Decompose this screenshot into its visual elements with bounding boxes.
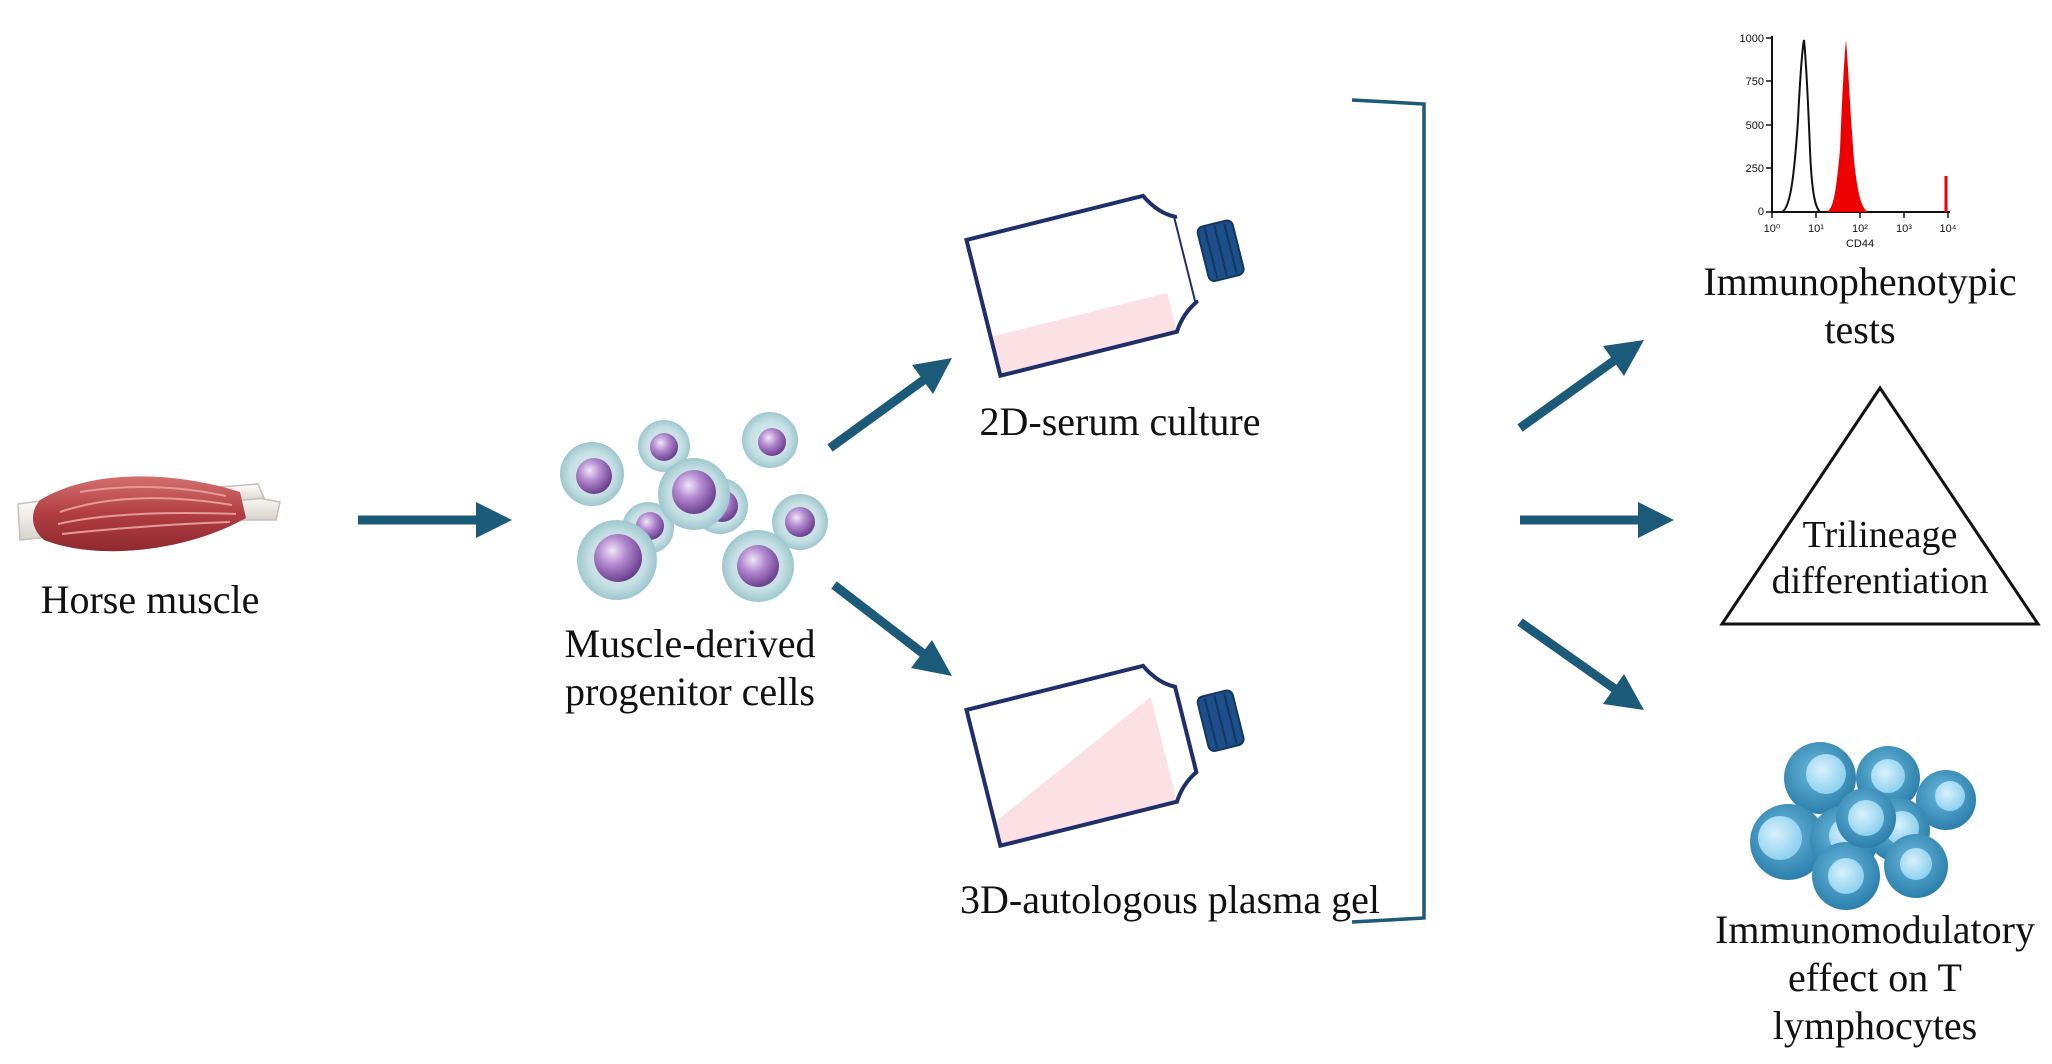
arrow-cells-to-3d [831, 581, 952, 676]
label-muscle-derived-cells: Muscle-derived progenitor cells [564, 621, 816, 714]
label-horse-muscle: Horse muscle [40, 577, 260, 622]
lymphocytes-icon [1750, 742, 1976, 910]
arrows [358, 340, 1674, 710]
lymphocyte [1784, 742, 1856, 814]
progenitor-cell [577, 520, 657, 600]
flask-2d-icon [964, 193, 1245, 379]
arrow-to-immunophenotypic [1517, 340, 1644, 432]
progenitor-cell [742, 412, 798, 468]
progenitor-cell [638, 420, 690, 472]
flask-3d-icon [964, 663, 1245, 849]
x-tick: 10⁴ [1940, 223, 1957, 235]
x-axis-label: CD44 [1846, 238, 1874, 250]
y-tick: 750 [1746, 76, 1764, 88]
progenitor-cell [772, 494, 828, 550]
lymphocyte [1884, 834, 1948, 898]
grouping-bracket [1351, 98, 1426, 924]
lymphocyte [1916, 770, 1976, 830]
arrow-to-immunomodulatory [1517, 618, 1644, 710]
y-tick: 500 [1746, 120, 1764, 132]
progenitor-cell [560, 442, 624, 506]
arrow-cells-to-2d [827, 358, 952, 452]
y-tick: 0 [1758, 206, 1764, 218]
x-tick: 10³ [1896, 223, 1912, 235]
label-immunophenotypic-tests: Immunophenotypic tests [1703, 259, 2017, 352]
lymphocyte [1750, 804, 1826, 880]
label-3d-plasma-gel: 3D-autologous plasma gel [960, 877, 1380, 922]
histogram-outline-peak [1781, 39, 1821, 213]
x-tick: 10² [1852, 223, 1868, 235]
arrow-muscle-to-cells [358, 502, 512, 538]
label-immunomodulatory-effect: Immunomodulatory effect on T lymphocytes [1715, 907, 2035, 1048]
histogram-filled-peak [1826, 40, 1868, 212]
x-tick: 10¹ [1808, 223, 1824, 235]
lymphocyte [1836, 788, 1896, 848]
x-tick: 10⁰ [1764, 223, 1781, 235]
horse-muscle-icon [17, 476, 281, 552]
flow-cytometry-histogram: 1000 750 500 250 0 10⁰ 10¹ 10² 10³ 10⁴ C… [1740, 33, 1957, 250]
label-2d-serum-culture: 2D-serum culture [979, 399, 1261, 444]
progenitor-cell [722, 530, 794, 602]
trilineage-triangle [1719, 385, 2041, 626]
label-trilineage-differentiation: Trilineage differentiation [1771, 514, 1989, 602]
progenitor-cells-icon [560, 412, 828, 602]
progenitor-cell [658, 458, 730, 530]
y-tick: 1000 [1740, 33, 1764, 45]
lymphocyte [1812, 842, 1880, 910]
y-tick: 250 [1746, 163, 1764, 175]
arrow-to-trilineage [1520, 502, 1674, 538]
